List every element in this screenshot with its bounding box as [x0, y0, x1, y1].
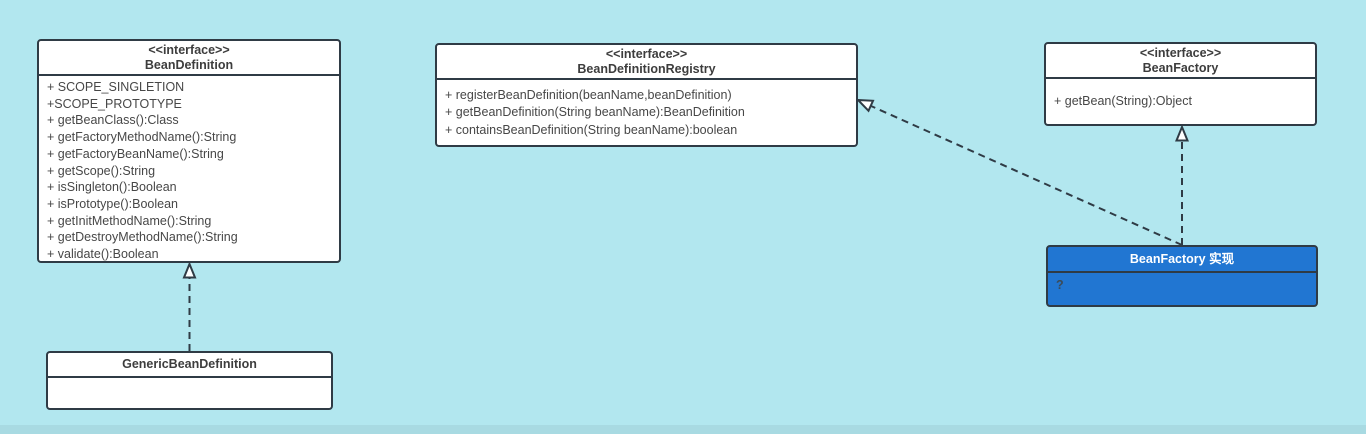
horizontal-scrollbar-track[interactable]	[0, 425, 1366, 434]
member-row: + getDestroyMethodName():String	[47, 230, 238, 245]
class-box-beanfactory-implementation[interactable]: BeanFactory 实现 ?	[1046, 245, 1318, 307]
class-box-genericbeandefinition[interactable]: GenericBeanDefinition	[46, 351, 333, 410]
realization-arrow-beanfactoryimpl-to-beanfactory[interactable]	[1175, 124, 1189, 245]
dashed-line[interactable]	[870, 105, 1183, 246]
class-name: GenericBeanDefinition	[122, 357, 257, 371]
member-row: + getFactoryMethodName():String	[47, 130, 237, 145]
member-row: + getBeanDefinition(String beanName):Bea…	[445, 105, 745, 120]
class-box-beandefinitionregistry[interactable]: <<interface>> BeanDefinitionRegistry + r…	[435, 43, 858, 147]
member-row: +SCOPE_PROTOTYPE	[47, 96, 182, 111]
class-box-beandefinition[interactable]: <<interface>> BeanDefinition + SCOPE_SIN…	[37, 39, 341, 263]
hollow-triangle-arrowhead-icon	[1175, 124, 1189, 142]
member-row: + isSingleton():Boolean	[47, 180, 177, 195]
realization-arrow-genericbeandefinition-to-beandefinition[interactable]	[182, 261, 197, 351]
class-header: GenericBeanDefinition	[48, 353, 331, 378]
class-name: BeanDefinitionRegistry	[577, 62, 716, 76]
class-header: <<interface>> BeanFactory	[1046, 44, 1315, 79]
class-name: BeanDefinition	[144, 58, 234, 72]
hollow-triangle-arrowhead-icon	[855, 98, 875, 113]
member-row: + isPrototype():Boolean	[47, 196, 178, 211]
member-row: + getInitMethodName():String	[47, 213, 212, 228]
member-row: ?	[1056, 278, 1064, 292]
member-row: + SCOPE_SINGLETION	[47, 80, 185, 94]
class-header: <<interface>> BeanDefinition	[39, 41, 339, 76]
stereotype-label: <<interface>>	[148, 43, 230, 57]
class-name: BeanFactory 实现	[1129, 252, 1235, 266]
member-row: + validate():Boolean	[47, 247, 159, 262]
member-row: + getFactoryBeanName():String	[47, 146, 224, 161]
members-list: ?	[1048, 273, 1316, 294]
realization-arrow-beanfactoryimpl-to-beandefinitionregistry[interactable]	[855, 98, 1183, 246]
hollow-triangle-arrowhead-icon	[182, 261, 197, 279]
class-header: BeanFactory 实现	[1048, 247, 1316, 273]
class-box-beanfactory[interactable]: <<interface>> BeanFactory + getBean(Stri…	[1044, 42, 1317, 126]
stereotype-label: <<interface>>	[605, 47, 688, 61]
member-row: + getBean(String):Object	[1054, 94, 1192, 108]
member-row: + registerBeanDefinition(beanName,beanDe…	[445, 88, 732, 102]
members-list: + getBean(String):Object	[1046, 79, 1315, 110]
class-name: BeanFactory	[1142, 61, 1219, 75]
class-header: <<interface>> BeanDefinitionRegistry	[437, 45, 856, 80]
member-row: + getScope():String	[47, 163, 156, 178]
members-list	[48, 378, 331, 381]
members-list: + registerBeanDefinition(beanName,beanDe…	[437, 80, 856, 139]
member-row: + containsBeanDefinition(String beanName…	[445, 122, 738, 137]
stereotype-label: <<interface>>	[1139, 46, 1222, 60]
members-list: + SCOPE_SINGLETION +SCOPE_PROTOTYPE + getB…	[39, 76, 339, 263]
member-row: + getBeanClass():Class	[47, 113, 179, 128]
